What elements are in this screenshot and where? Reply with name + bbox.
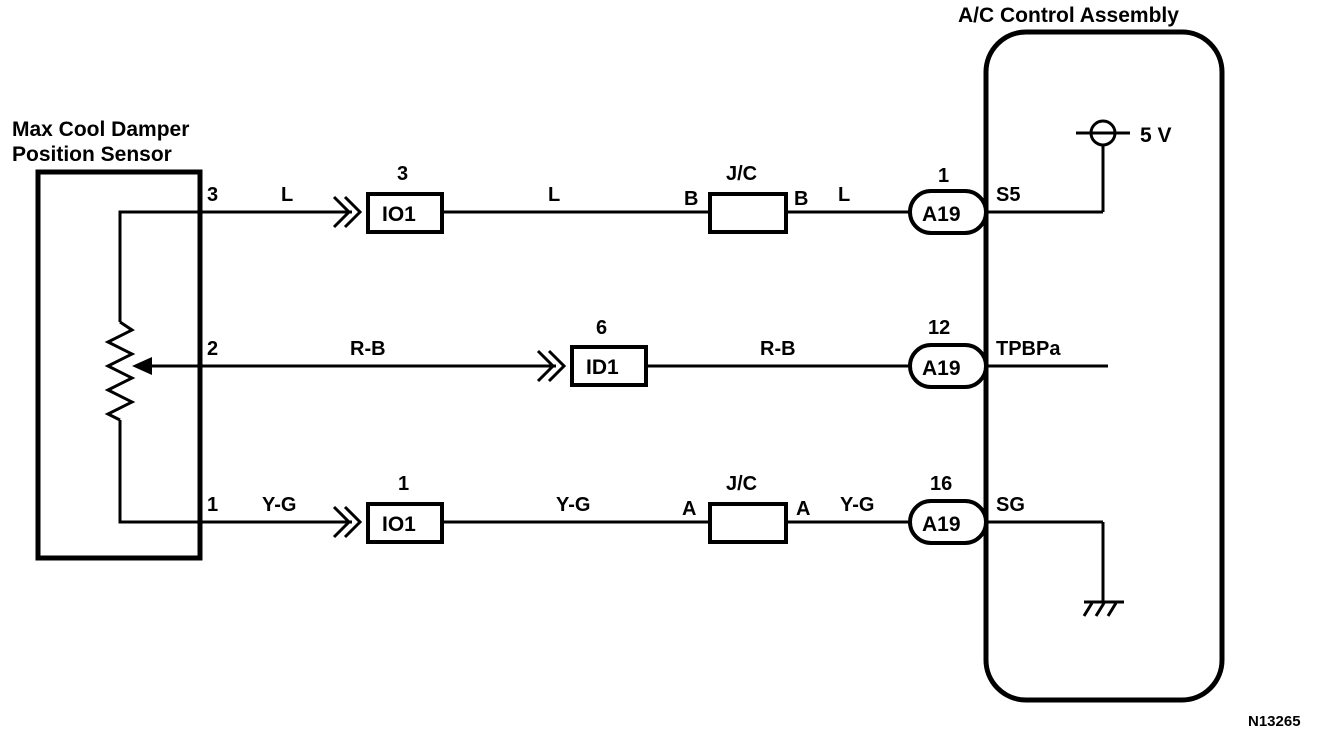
top-junction-connector — [708, 192, 788, 234]
mid-ecu-connector — [908, 343, 988, 389]
bot-junction-connector — [708, 502, 788, 544]
bot-ecu-connector — [908, 499, 988, 545]
sensor-title-line2: Position Sensor — [12, 143, 172, 166]
sensor-title-line1: Max Cool Damper — [12, 118, 189, 141]
bot-wire-color-1: Y-G — [262, 494, 296, 516]
wiper-arrow-icon — [132, 357, 152, 375]
bot-inline-connector — [366, 502, 444, 544]
bot-inline-pin: 1 — [398, 473, 409, 495]
bot-jc-right-pin: A — [796, 498, 810, 520]
potentiometer-symbol — [104, 210, 200, 524]
top-inline-connector-label: IO1 — [382, 203, 416, 226]
bot-ecu-connector-label: A19 — [922, 513, 961, 536]
mid-inline-connector — [570, 345, 648, 387]
top-inline-connector — [366, 192, 444, 234]
mid-wire-color-2: R-B — [760, 338, 796, 360]
top-inline-pin: 3 — [397, 163, 408, 185]
wire-middle — [200, 349, 1108, 383]
voltage-source-icon — [1076, 119, 1130, 147]
mid-wire-color-1: R-B — [350, 338, 386, 360]
ground-icon — [1082, 600, 1124, 617]
bot-jc-label: J/C — [726, 473, 757, 495]
top-wire-color-1: L — [281, 184, 293, 206]
sensor-pin-2: 2 — [207, 338, 218, 360]
bot-jc-left-pin: A — [682, 498, 696, 520]
sensor-pin-1: 1 — [207, 494, 218, 516]
sensor-pin-3: 3 — [207, 184, 218, 206]
mid-ecu-connector-label: A19 — [922, 357, 961, 380]
top-jc-left-pin: B — [684, 188, 698, 210]
top-jc-right-pin: B — [794, 188, 808, 210]
mid-inline-pin: 6 — [596, 317, 607, 339]
top-wire-color-2: L — [548, 184, 560, 206]
top-ecu-connector — [908, 189, 988, 235]
s5-terminal-label: S5 — [996, 184, 1020, 206]
top-wire-color-3: L — [838, 184, 850, 206]
wire-bottom — [200, 505, 1105, 602]
voltage-label: 5 V — [1140, 124, 1172, 147]
wire-top — [200, 145, 1105, 229]
bot-wire-color-3: Y-G — [840, 494, 874, 516]
top-ecu-pin: 1 — [938, 165, 949, 187]
mid-ecu-pin: 12 — [928, 317, 950, 339]
figure-code: N13265 — [1248, 713, 1301, 730]
mid-inline-connector-label: ID1 — [586, 356, 619, 379]
top-jc-label: J/C — [726, 163, 757, 185]
tpbpa-terminal-label: TPBPa — [996, 338, 1061, 360]
sg-terminal-label: SG — [996, 494, 1025, 516]
top-ecu-connector-label: A19 — [922, 203, 961, 226]
bot-wire-color-2: Y-G — [556, 494, 590, 516]
ac-assembly-title: A/C Control Assembly — [958, 4, 1179, 27]
bot-inline-connector-label: IO1 — [382, 513, 416, 536]
bot-ecu-pin: 16 — [930, 473, 952, 495]
